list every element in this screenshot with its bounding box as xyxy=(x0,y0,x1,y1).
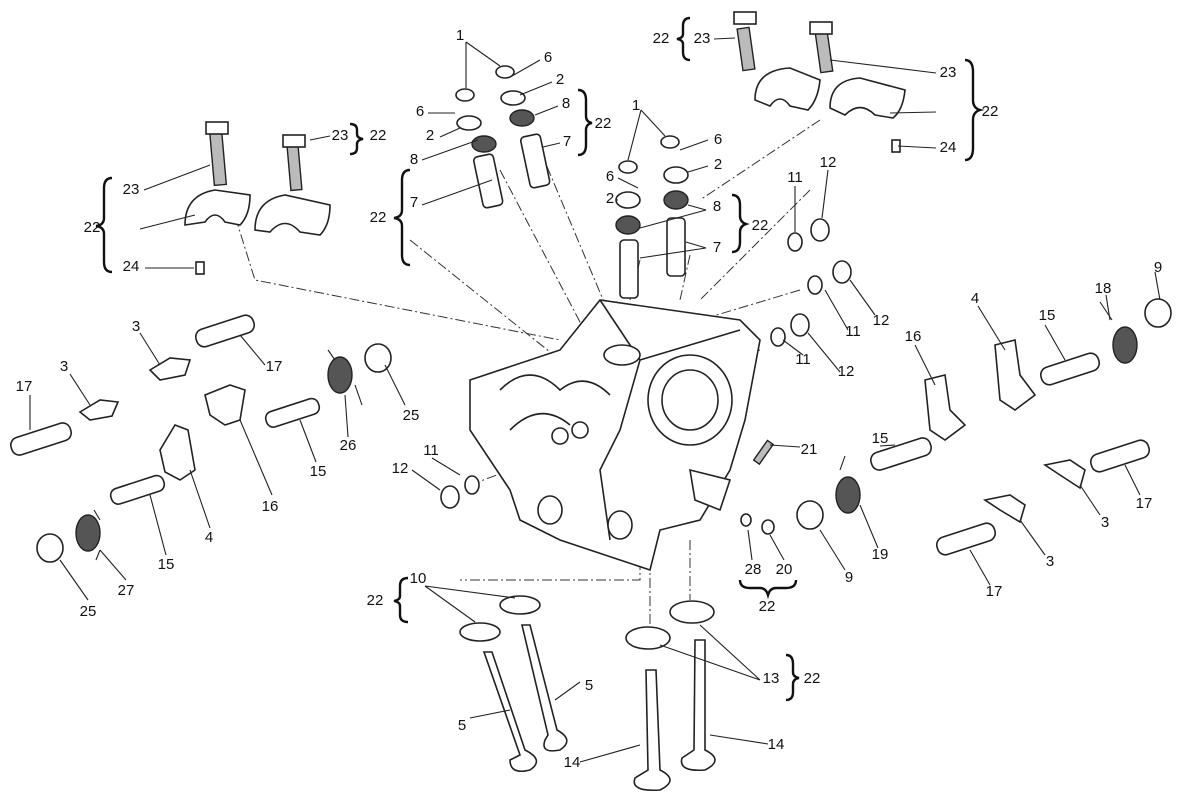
callout-number: 22 xyxy=(982,103,999,120)
callout-number: 8 xyxy=(410,151,418,168)
rocker-parts-right xyxy=(796,298,1172,556)
callout-number: 22 xyxy=(367,592,384,609)
grouping-braces xyxy=(95,16,985,702)
callout-number: 14 xyxy=(564,754,581,771)
camshaft-caps-left xyxy=(184,121,331,275)
callout-number: 17 xyxy=(16,378,33,395)
callout-number: 17 xyxy=(1136,495,1153,512)
callout-number: 3 xyxy=(1046,553,1054,570)
callout-number: 11 xyxy=(845,323,861,340)
callout-number: 11 xyxy=(795,351,811,368)
callout-number: 10 xyxy=(410,570,427,587)
callout-number: 3 xyxy=(60,358,68,375)
callout-number: 8 xyxy=(713,198,721,215)
callout-number: 1 xyxy=(632,97,640,114)
callout-number: 17 xyxy=(266,358,283,375)
callout-number: 5 xyxy=(458,717,466,734)
callout-number: 1 xyxy=(456,27,464,44)
callout-number: 12 xyxy=(392,460,409,477)
callout-number: 12 xyxy=(820,154,837,171)
callout-number: 22 xyxy=(595,115,612,132)
callout-number: 24 xyxy=(123,258,140,275)
callout-number: 12 xyxy=(838,363,855,380)
callout-number: 13 xyxy=(763,670,780,687)
callout-number: 16 xyxy=(905,328,922,345)
callout-number: 22 xyxy=(759,598,776,615)
callout-number: 23 xyxy=(694,30,711,47)
callout-number: 15 xyxy=(1039,307,1056,324)
callout-number: 9 xyxy=(845,569,853,586)
callout-number: 16 xyxy=(262,498,279,515)
callout-number: 2 xyxy=(606,190,614,207)
callout-number: 7 xyxy=(563,133,571,150)
callout-number: 7 xyxy=(410,194,418,211)
callout-number: 4 xyxy=(205,529,213,546)
callout-number: 22 xyxy=(653,30,670,47)
callout-number: 25 xyxy=(80,603,97,620)
callout-number: 7 xyxy=(713,239,721,256)
callout-number: 5 xyxy=(585,677,593,694)
callout-number: 19 xyxy=(872,546,889,563)
callout-number: 4 xyxy=(971,290,979,307)
callout-number: 3 xyxy=(1101,514,1109,531)
callout-number: 12 xyxy=(873,312,890,329)
callout-number: 27 xyxy=(118,582,135,599)
callout-number: 20 xyxy=(776,561,793,578)
callout-number: 14 xyxy=(768,736,785,753)
callout-number: 2 xyxy=(426,127,434,144)
callout-number: 22 xyxy=(370,209,387,226)
callout-number: 6 xyxy=(544,49,552,66)
callout-number: 25 xyxy=(403,407,420,424)
valves xyxy=(459,595,716,792)
callout-number: 23 xyxy=(940,64,957,81)
callout-number: 23 xyxy=(332,127,349,144)
callout-number: 22 xyxy=(752,217,769,234)
callout-number: 8 xyxy=(562,95,570,112)
callout-number: 22 xyxy=(84,219,101,236)
callout-number: 6 xyxy=(416,103,424,120)
plugs-and-washers xyxy=(440,218,852,535)
cylinder-head xyxy=(469,299,761,572)
callout-number: 6 xyxy=(606,168,614,185)
callout-number: 11 xyxy=(423,442,439,459)
callout-number: 11 xyxy=(787,169,803,186)
callout-number: 17 xyxy=(986,583,1003,600)
callout-number: 23 xyxy=(123,181,140,198)
callout-number: 21 xyxy=(801,441,818,458)
callout-number: 2 xyxy=(714,156,722,173)
camshaft-caps-right xyxy=(733,11,906,153)
callout-number: 3 xyxy=(132,318,140,335)
callout-number: 26 xyxy=(340,437,357,454)
callout-number: 15 xyxy=(310,463,327,480)
callout-number: 28 xyxy=(745,561,762,578)
callout-number: 2 xyxy=(556,71,564,88)
callout-number: 6 xyxy=(714,131,722,148)
callout-number: 22 xyxy=(370,127,387,144)
callout-number: 9 xyxy=(1154,259,1162,276)
leader-lines xyxy=(29,37,1161,763)
callout-number: 15 xyxy=(158,556,175,573)
callout-number: 22 xyxy=(804,670,821,687)
callout-number: 24 xyxy=(940,139,957,156)
callout-number: 15 xyxy=(872,430,889,447)
valve-guides-group xyxy=(455,65,689,299)
callout-number: 18 xyxy=(1095,280,1112,297)
rocker-parts-left xyxy=(10,314,392,563)
